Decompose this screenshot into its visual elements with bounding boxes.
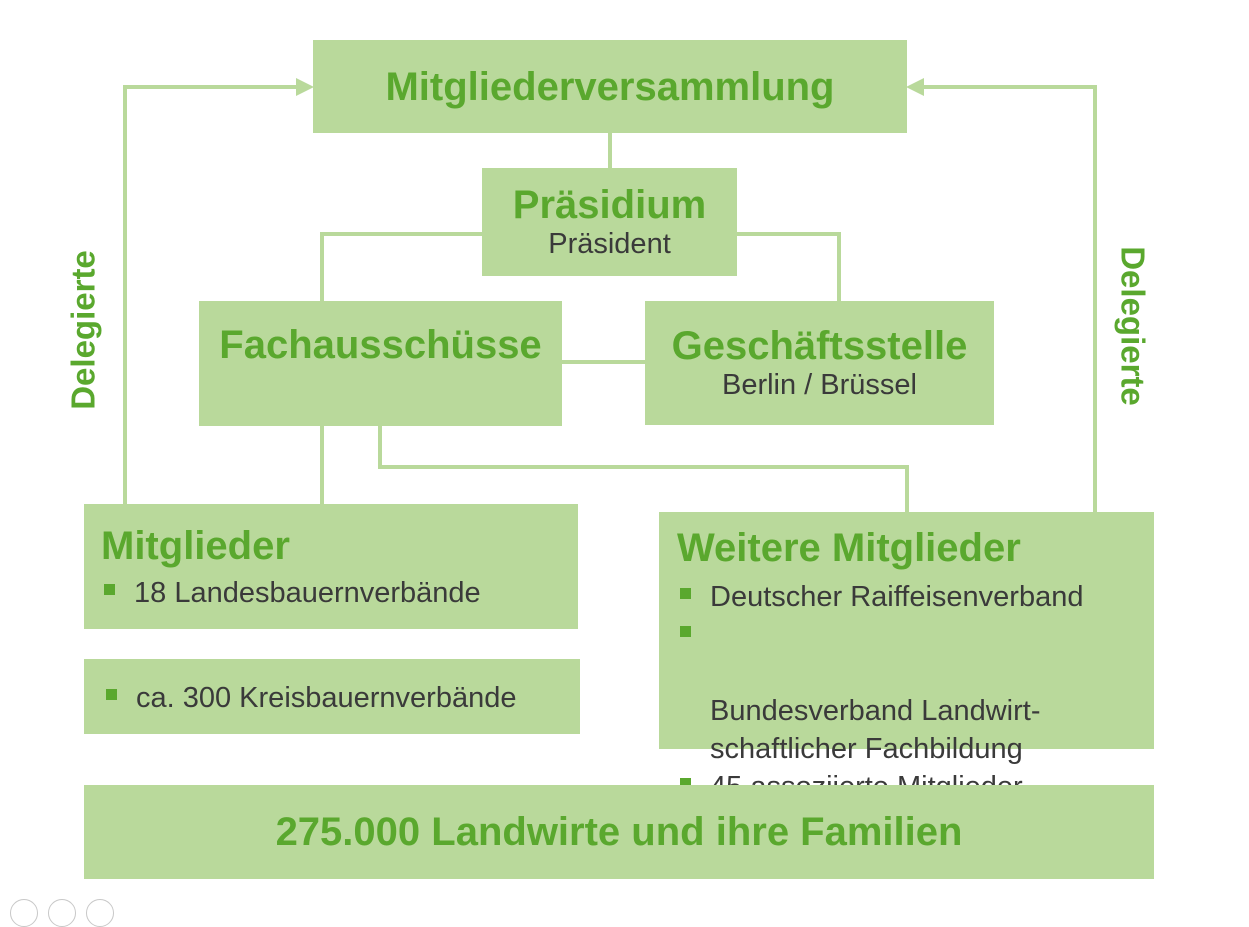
weitere-mitglieder-title: Weitere Mitglieder xyxy=(677,526,1021,570)
bullet-icon xyxy=(680,588,691,599)
list-item-text: Bundesverband Landwirt- schaftlicher Fac… xyxy=(710,695,1041,765)
kreisbauernverbaende-box: ca. 300 Kreisbauernverbände xyxy=(84,659,580,734)
fachausschuesse-title: Fachausschüsse xyxy=(219,323,542,367)
arrowhead-right xyxy=(906,78,924,96)
landwirte-box: 275.000 Landwirte und ihre Familien xyxy=(84,785,1154,879)
kreis-list: ca. 300 Kreisbauernverbände xyxy=(106,679,580,717)
connector-left-delegates xyxy=(123,85,300,505)
circle-icon xyxy=(10,899,38,927)
connector-fachausschuesse-weitere xyxy=(378,425,909,513)
weitere-mitglieder-box: Weitere Mitglieder Deutscher Raiffeisenv… xyxy=(659,512,1154,803)
praesidium-subtitle: Präsident xyxy=(548,227,671,260)
bullet-icon xyxy=(104,584,115,595)
bullet-icon xyxy=(680,778,691,789)
geschaeftsstelle-subtitle: Berlin / Brüssel xyxy=(721,368,917,401)
connector-praesidium-fachausschuesse xyxy=(320,232,483,302)
list-item-text: Deutscher Raiffeisenverband xyxy=(710,581,1084,613)
list-item: 18 Landesbauernverbände xyxy=(104,574,578,612)
list-item-text: ca. 300 Kreisbauernverbände xyxy=(136,682,517,714)
list-item: Bundesverband Landwirt- schaftlicher Fac… xyxy=(680,616,1154,768)
weitere-list: Deutscher Raiffeisenverband Bundesverban… xyxy=(680,578,1154,806)
circle-icon xyxy=(48,899,76,927)
geschaeftsstelle-box: Geschäftsstelle Berlin / Brüssel xyxy=(645,301,994,425)
connector-praesidium-geschaeftsstelle xyxy=(737,232,841,302)
geschaeftsstelle-title: Geschäftsstelle xyxy=(671,323,968,368)
right-delegierte-label: Delegierte xyxy=(1114,246,1152,406)
mitglieder-box: Mitglieder 18 Landesbauernverbände xyxy=(84,504,578,629)
left-delegierte-label: Delegierte xyxy=(64,250,102,410)
connector-lines xyxy=(123,78,1097,513)
mitgliederversammlung-title: Mitgliederversammlung xyxy=(385,64,835,109)
circle-icon xyxy=(86,899,114,927)
mitgliederversammlung-box: Mitgliederversammlung xyxy=(313,40,907,133)
praesidium-title: Präsidium xyxy=(512,182,707,227)
arrowhead-left xyxy=(296,78,314,96)
list-item-text: 18 Landesbauernverbände xyxy=(134,577,481,609)
list-item: ca. 300 Kreisbauernverbände xyxy=(106,679,580,717)
mitglieder-list: 18 Landesbauernverbände xyxy=(104,574,578,612)
landwirte-title: 275.000 Landwirte und ihre Familien xyxy=(275,810,963,854)
bullet-icon xyxy=(680,626,691,637)
mitglieder-title: Mitglieder xyxy=(101,524,290,568)
fachausschuesse-box: Fachausschüsse xyxy=(199,301,562,426)
bullet-icon xyxy=(106,689,117,700)
praesidium-box: Präsidium Präsident xyxy=(482,168,737,276)
connector-right-delegates xyxy=(920,85,1097,513)
list-item: Deutscher Raiffeisenverband xyxy=(680,578,1154,616)
